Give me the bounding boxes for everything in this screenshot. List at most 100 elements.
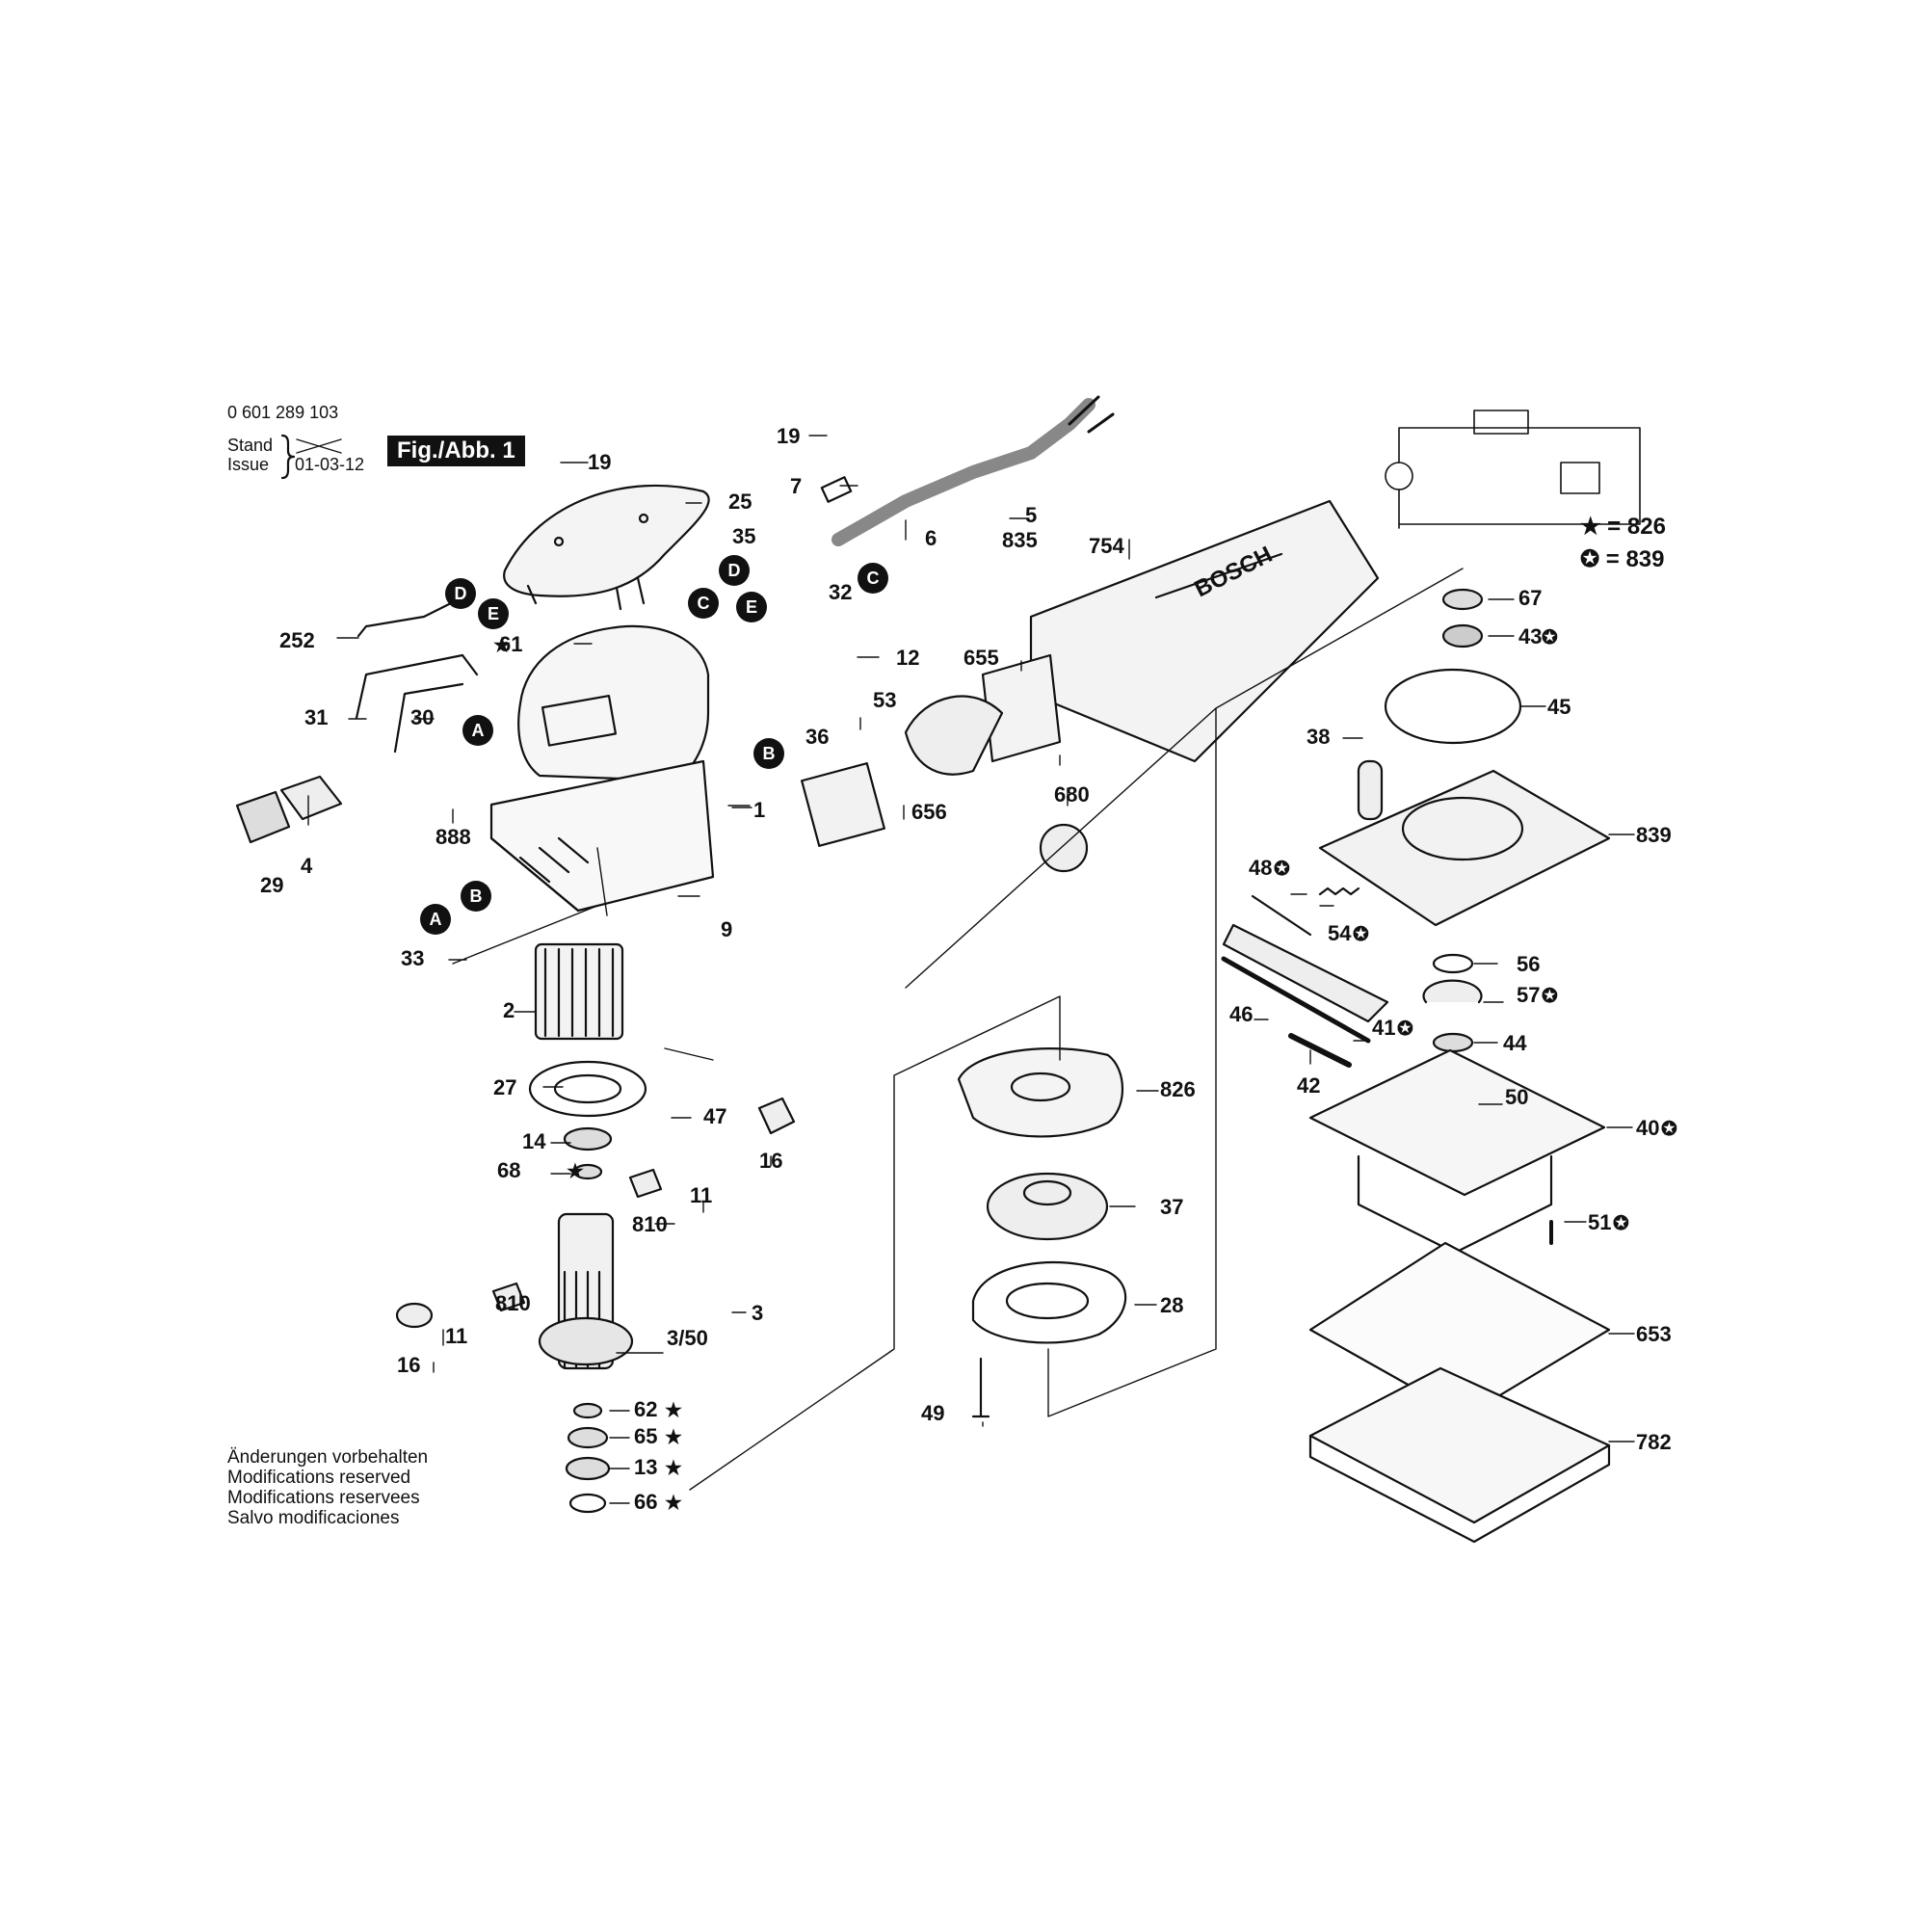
label-p12: 12 (896, 646, 919, 670)
label-p7: 35 (732, 524, 755, 548)
connector-e-2-label: E (746, 597, 757, 617)
connector-d-1-label: D (455, 584, 467, 603)
label-p41: 13 (634, 1455, 657, 1479)
star-marker: ★ (665, 1493, 682, 1514)
label-p33: 810 (632, 1212, 668, 1236)
label-p2: 19 (777, 424, 800, 448)
stand-issue-label: Stand Issue (227, 436, 273, 474)
label-p27: 27 (493, 1075, 516, 1099)
power-cord-part (832, 398, 1095, 546)
retaining-ring-part (1384, 668, 1522, 745)
note-fr: Modifications reservees (227, 1488, 420, 1508)
sanding-base-part (1318, 769, 1611, 927)
label-p53: 54 (1328, 921, 1352, 945)
connector-b-2-label: B (470, 887, 483, 906)
dust-bag-part (1029, 499, 1380, 763)
note-de: Änderungen vorbehalten (227, 1447, 429, 1468)
sanding-pad-part (1308, 1048, 1606, 1197)
modifications-notes: Änderungen vorbehalten Modifications res… (227, 1447, 428, 1528)
label-p3: 7 (790, 474, 802, 498)
circuit-diagram (1385, 410, 1641, 529)
ring-part (528, 1060, 647, 1118)
label-p40: 65 (634, 1424, 657, 1448)
legend-circle-star: ✪ = 839 (1580, 546, 1665, 572)
connector-b-2 (461, 881, 491, 912)
label-p54: 56 (1517, 952, 1540, 976)
circle-star-marker: ✪ (1542, 986, 1558, 1007)
label-p4: 6 (925, 526, 937, 550)
circle-star-marker: ✪ (1542, 627, 1558, 648)
connector-a-1-label: A (472, 721, 485, 740)
circle-star-marker: ✪ (1613, 1213, 1629, 1234)
motor-cover-part (503, 484, 710, 597)
label-p5: 5 (1025, 503, 1037, 527)
part-number: 0 601 289 103 (227, 403, 339, 422)
circle-star-marker: ✪ (1274, 859, 1290, 880)
issue-label: Issue (227, 455, 270, 474)
label-p37: 3 (752, 1301, 763, 1325)
leader-lines (307, 435, 1635, 1504)
connector-a-2-label: A (430, 910, 442, 929)
label-p59: 42 (1297, 1073, 1320, 1098)
stand-brace (280, 434, 296, 480)
label-p46: 49 (921, 1401, 944, 1425)
label-p50: 38 (1307, 725, 1330, 749)
label-p64: 782 (1636, 1430, 1672, 1454)
fan-housing-part (957, 1047, 1124, 1138)
star-marker: ★ (665, 1400, 682, 1421)
label-p8: 32 (829, 580, 852, 604)
label-p45: 28 (1160, 1293, 1183, 1317)
label-p20: 1 (753, 798, 765, 822)
label-p18: 656 (911, 800, 947, 824)
label-p42: 66 (634, 1490, 657, 1514)
sheet-box-part (1308, 1366, 1611, 1524)
label-p36: 16 (397, 1353, 420, 1377)
label-p62: 51 (1588, 1210, 1611, 1234)
stator-part (534, 942, 624, 1041)
connector-c-1-label: C (698, 594, 710, 613)
label-p60: 50 (1505, 1085, 1528, 1109)
star-marker: ★ (567, 1161, 584, 1182)
connector-c-2-label: C (867, 569, 880, 588)
label-p16: 53 (873, 688, 896, 712)
circle-star-marker: ✪ (1353, 924, 1369, 945)
connector-d-2 (719, 555, 750, 586)
label-p30: 68 (497, 1158, 520, 1182)
circle-star-marker: ✪ (1661, 1119, 1677, 1140)
fan-part (986, 1172, 1109, 1241)
star-marker: ★ (665, 1427, 682, 1448)
label-p38: 3/50 (667, 1326, 708, 1350)
label-p31: 16 (759, 1149, 782, 1173)
stand-crossout (296, 438, 342, 454)
label-p32: 11 (690, 1183, 712, 1207)
label-p35: 11 (445, 1324, 467, 1348)
label-p49: 45 (1547, 695, 1571, 719)
label-p51: 839 (1636, 823, 1672, 847)
circle-star-marker: ✪ (1397, 1019, 1413, 1040)
gasket-part (971, 1260, 1127, 1344)
label-p34: 810 (495, 1291, 531, 1315)
label-p29: 14 (522, 1129, 546, 1153)
star-marker: ★ (665, 1458, 682, 1479)
stand-label: Stand (227, 436, 274, 455)
label-p21: 888 (436, 825, 471, 849)
label-p17: 36 (805, 725, 829, 749)
label-p1: 25 (728, 490, 752, 514)
label-p58: 44 (1503, 1031, 1527, 1055)
label-p26: 2 (503, 998, 515, 1022)
label-p44: 37 (1160, 1195, 1183, 1219)
label-p43: 826 (1160, 1077, 1196, 1101)
label-p13: 655 (964, 646, 999, 670)
label-p22: 4 (301, 854, 313, 878)
label-p19: 680 (1054, 782, 1090, 807)
star-marker: ★ (493, 635, 511, 656)
label-p61: 40 (1636, 1116, 1659, 1140)
label-p57: 41 (1372, 1016, 1395, 1040)
label-p23: 29 (260, 873, 283, 897)
label-p56: 46 (1229, 1002, 1253, 1026)
connector-e-1 (478, 598, 509, 629)
label-p0: 19 (588, 450, 611, 474)
label-p48: 43 (1518, 624, 1542, 648)
connector-d-2-label: D (728, 561, 741, 580)
housing-part (517, 624, 710, 782)
